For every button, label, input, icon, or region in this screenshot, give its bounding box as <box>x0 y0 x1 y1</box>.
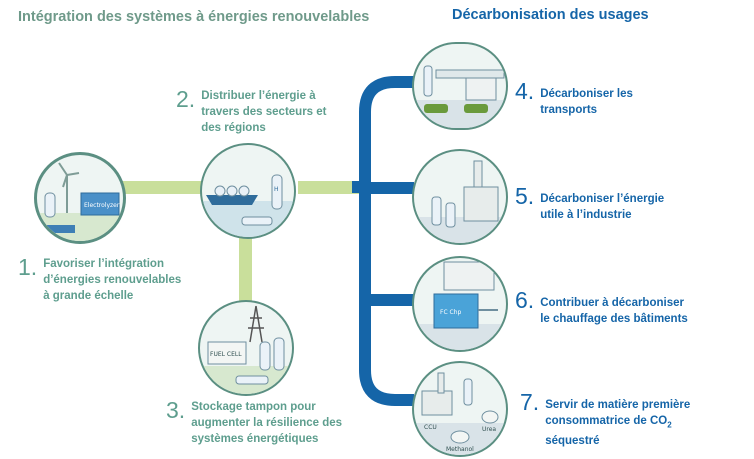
step-2-number: 2. <box>176 86 196 112</box>
car-icon <box>424 104 448 113</box>
step-1-line-2: d’énergies renouvelables <box>43 274 182 286</box>
step-1-line-3: à grande échelle <box>43 290 134 302</box>
step-3-line-1: Stockage tampon pour <box>191 401 316 413</box>
header-renewables-integration: Intégration des systèmes à énergies reno… <box>18 9 370 25</box>
step-6-number: 6. <box>515 287 535 313</box>
step-2: 2. Distribuer l’énergie à travers des se… <box>176 88 327 136</box>
circle-feedstock: CCU Urea Methanol <box>412 361 508 457</box>
step-7-line-3: séquestré <box>545 435 600 448</box>
step-4-number: 4. <box>515 78 535 104</box>
circle-transport <box>412 42 508 130</box>
fuel-station-icon <box>435 69 505 79</box>
step-4-line-1: Décarboniser les <box>540 88 633 100</box>
step-3-line-3: systèmes énergétiques <box>191 433 319 445</box>
circle-industry <box>412 149 508 245</box>
step-5-line-1: Décarboniser l’énergie <box>540 193 665 205</box>
circle-buildings: FC Chp <box>412 256 508 352</box>
electrolyzer-label: Electrolyzer <box>84 202 120 209</box>
step-5-line-2: utile à l’industrie <box>540 209 632 221</box>
step-1-number: 1. <box>18 254 38 280</box>
step-7-line-2: consommatrice de CO <box>545 415 668 427</box>
truck-icon <box>235 375 269 385</box>
blue-bus-main <box>359 76 414 406</box>
urea-tank-icon <box>481 410 499 424</box>
truck-icon <box>241 216 273 226</box>
step-7-co2-subscript: 2 <box>667 420 672 430</box>
methanol-label: Methanol <box>446 446 474 453</box>
step-7-number: 7. <box>520 389 540 415</box>
step-4: 4. Décarboniser les transports <box>515 80 633 118</box>
car-icon-2 <box>464 104 488 113</box>
factory-building-icon <box>463 186 499 222</box>
h2-tank-icon <box>423 65 433 97</box>
step-2-line-1: Distribuer l’énergie à <box>201 90 316 102</box>
step-5-number: 5. <box>515 183 535 209</box>
solar-panel-icon <box>47 225 75 233</box>
step-2-line-2: travers des secteurs et <box>201 106 327 118</box>
h2-tank-icon <box>271 174 283 210</box>
step-1: 1. Favoriser l’intégration d’énergies re… <box>18 256 181 304</box>
link-2-bus <box>298 181 362 194</box>
step-3-number: 3. <box>166 397 186 423</box>
circle-storage: FUEL CELL <box>198 300 294 396</box>
step-6: 6. Contribuer à décarboniser le chauffag… <box>515 289 688 327</box>
link-2-3 <box>239 232 252 304</box>
lng-ship-icon <box>206 195 258 205</box>
circle-distribution: H <box>200 143 296 239</box>
step-7-line-1: Servir de matière première <box>545 399 691 411</box>
h2-tank-icon <box>431 196 442 226</box>
h2-tank-icon <box>463 378 473 406</box>
step-2-line-3: des régions <box>201 122 266 134</box>
h2-tank-icon <box>259 341 271 371</box>
fc-chp-label: FC Chp <box>440 309 462 316</box>
circle-renewables: Electrolyzer <box>34 152 126 244</box>
step-4-line-2: transports <box>540 104 598 116</box>
fuel-cell-label: FUEL CELL <box>210 351 242 358</box>
step-3: 3. Stockage tampon pour augmenter la rés… <box>166 399 342 447</box>
ccu-plant-icon <box>421 390 453 416</box>
step-3-line-2: augmenter la résilience des <box>191 417 343 429</box>
building-facade-icon <box>443 261 495 291</box>
step-7: 7. Servir de matière première consommatr… <box>520 391 690 449</box>
step-6-line-1: Contribuer à décarboniser <box>540 297 684 309</box>
header-decarbonisation: Décarbonisation des usages <box>452 7 649 23</box>
step-6-line-2: le chauffage des bâtiments <box>540 313 688 325</box>
urea-label: Urea <box>482 426 496 433</box>
step-5: 5. Décarboniser l’énergie utile à l’indu… <box>515 185 664 223</box>
methanol-tank-icon <box>450 430 470 444</box>
h2-label: H <box>274 186 279 193</box>
h2-tank-icon <box>44 192 56 218</box>
step-1-line-1: Favoriser l’intégration <box>43 258 164 270</box>
electrolyzer-box-icon <box>80 192 120 216</box>
link-1-2 <box>115 181 210 194</box>
fuel-cell-box-icon <box>207 341 247 365</box>
ccu-label: CCU <box>424 424 437 431</box>
power-pylon-icon <box>248 305 264 343</box>
